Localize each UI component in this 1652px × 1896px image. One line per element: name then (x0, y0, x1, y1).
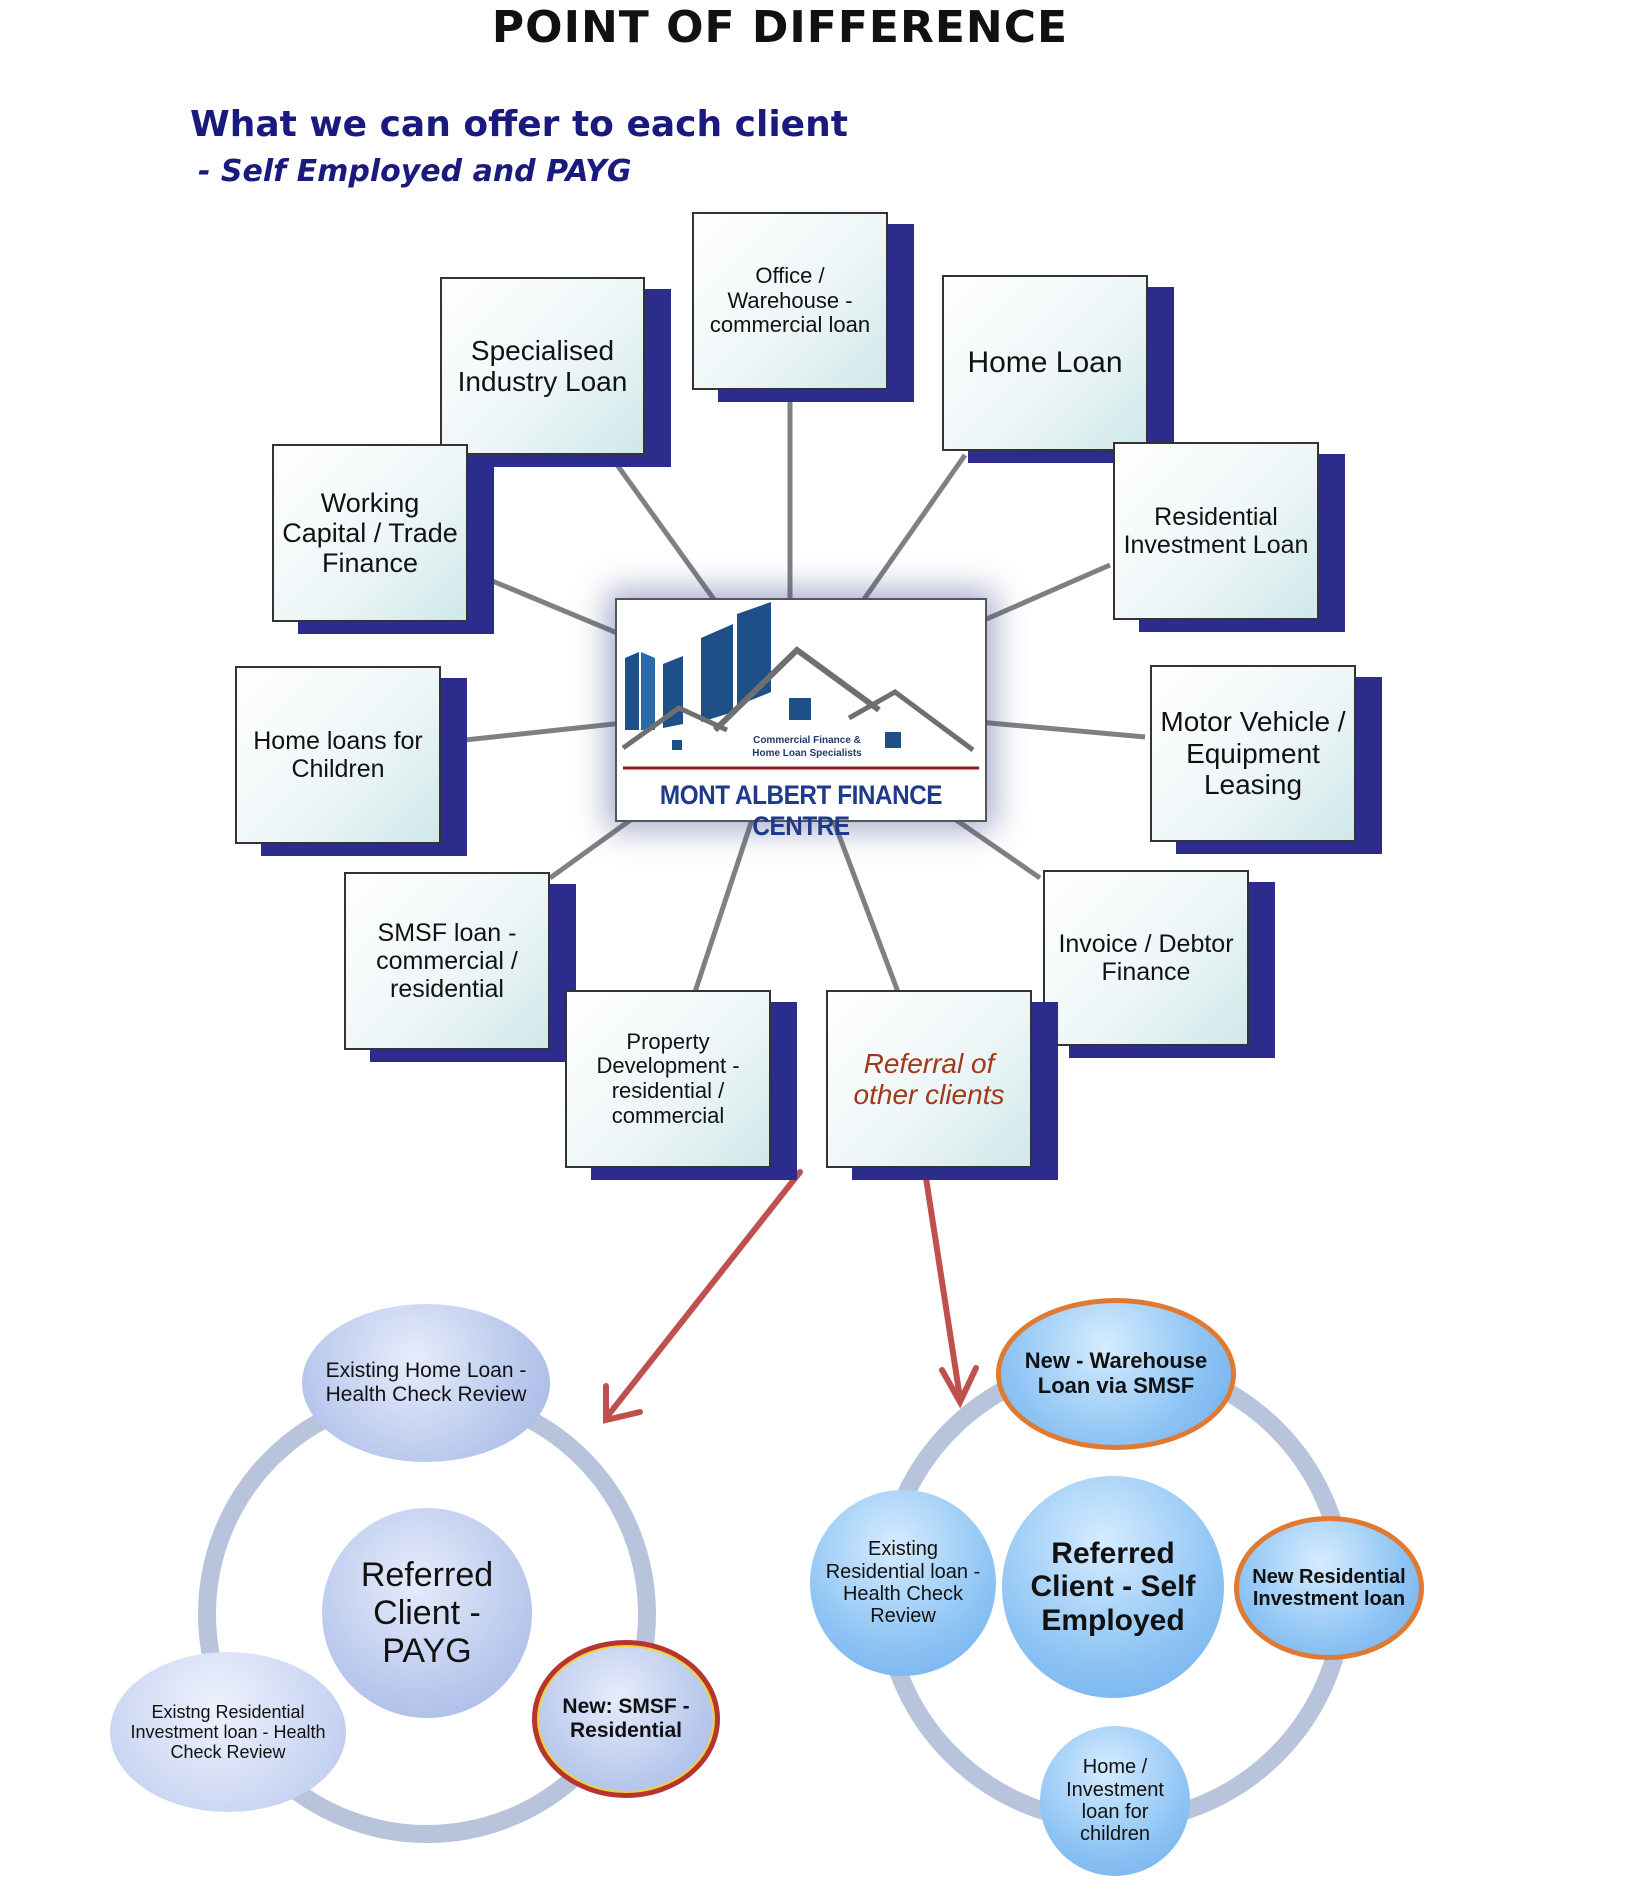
arrow-head-payg (603, 1383, 643, 1424)
card-smsf-loan: SMSF loan - commercial / residential (344, 872, 550, 1050)
bubble-home-investment-children: Home / Investment loan for children (1040, 1726, 1190, 1876)
arrow-head-self-employed (939, 1365, 979, 1409)
hub-logo: Commercial Finance & Home Loan Specialis… (615, 598, 987, 841)
bubble-existing-residential-investment: Existng Residential Investment loan - He… (110, 1652, 346, 1812)
referral-arrows (603, 1169, 979, 1424)
card-specialised-industry-loan: Specialised Industry Loan (440, 277, 645, 455)
card-referral-other-clients: Referral of other clients (826, 990, 1032, 1168)
card-motor-vehicle: Motor Vehicle / Equipment Leasing (1150, 665, 1356, 842)
logo-roof-middle (712, 646, 881, 733)
bubble-referred-client-self-employed: Referred Client - Self Employed (1002, 1476, 1224, 1698)
bubble-existing-home-loan: Existing Home Loan - Health Check Review (302, 1304, 550, 1462)
logo-bar-1-side (641, 652, 655, 730)
page-subtitle-secondary: - Self Employed and PAYG (198, 154, 632, 189)
card-residential-investment: Residential Investment Loan (1113, 442, 1319, 620)
bubble-existing-residential-loan: Existing Residential loan - Health Check… (810, 1490, 996, 1676)
logo-window-1 (789, 698, 811, 720)
logo-window-3 (885, 732, 901, 748)
logo-bar-1 (625, 652, 639, 730)
bubble-new-warehouse-loan: New - Warehouse Loan via SMSF (996, 1298, 1236, 1450)
card-property-development: Property Development - residential / com… (565, 990, 771, 1168)
bubble-referred-client-payg: Referred Client - PAYG (322, 1508, 532, 1718)
logo-roof-right (847, 689, 975, 753)
logo-bar-3 (701, 624, 733, 722)
arrow-to-payg (603, 1169, 803, 1421)
card-office-warehouse: Office / Warehouse - commercial loan (692, 212, 888, 390)
card-invoice-debtor: Invoice / Debtor Finance (1043, 870, 1249, 1046)
logo-name: MONT ALBERT FINANCE CENTRE (659, 780, 943, 841)
logo-graphic (621, 602, 979, 770)
page-subtitle: What we can offer to each client (190, 104, 848, 145)
page-title: POINT OF DIFFERENCE (491, 2, 1069, 53)
bubble-new-residential-investment: New Residential Investment loan (1234, 1516, 1424, 1660)
logo-window-2 (672, 740, 682, 750)
bubble-new-smsf-residential: New: SMSF - Residential (532, 1640, 720, 1798)
arrow-to-self-employed (923, 1175, 963, 1401)
card-home-loan: Home Loan (942, 275, 1148, 451)
logo-roof-left (621, 705, 729, 751)
card-working-capital: Working Capital / Trade Finance (272, 444, 468, 622)
logo-tagline: Commercial Finance & Home Loan Specialis… (752, 735, 862, 759)
card-home-loans-children: Home loans for Children (235, 666, 441, 844)
